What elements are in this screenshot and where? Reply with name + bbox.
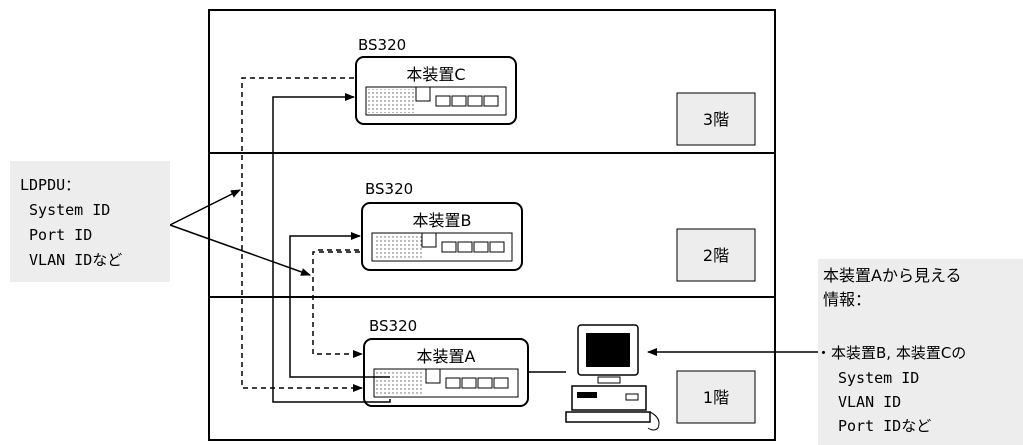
device-c: BS320 本装置C: [355, 36, 517, 125]
device-c-model: BS320: [358, 36, 406, 54]
info-note-line: VLAN ID: [823, 393, 901, 411]
info-note-line: System ID: [823, 369, 919, 387]
device-b-model: BS320: [365, 180, 413, 198]
info-note-line: 情報：: [823, 290, 871, 309]
switch-icon: [373, 368, 519, 398]
device-a-name: 本装置A: [417, 347, 476, 366]
info-note-line: ・本装置B, 本装置Cの: [816, 344, 966, 362]
flow-b-to-a: [312, 251, 363, 358]
callout-arrow-upper: [169, 189, 241, 226]
info-note: 本装置Aから見える 情報： ・本装置B, 本装置Cの System ID VLA…: [816, 259, 1023, 445]
ldpdu-note-line: VLAN IDなど: [20, 251, 122, 269]
device-c-name: 本装置C: [406, 65, 465, 84]
device-a: BS320 本装置A: [363, 317, 529, 407]
pc-icon: [565, 324, 660, 431]
device-b: BS320 本装置B: [361, 180, 523, 271]
flow-a-to-b: [289, 232, 390, 378]
floor-label-2: 2階: [676, 228, 756, 282]
ldpdu-note-line: Port ID: [20, 226, 92, 244]
device-b-name: 本装置B: [413, 211, 472, 230]
ldpdu-flows: [241, 77, 391, 403]
floor-label-1-text: 1階: [703, 388, 729, 407]
flow-a-to-c: [272, 93, 391, 403]
ldpdu-note-line: LDPDU：: [20, 176, 80, 194]
floor-label-1: 1階: [676, 370, 756, 424]
floor-label-3-text: 3階: [703, 110, 729, 129]
ldpdu-note-line: System ID: [20, 201, 110, 219]
switch-icon: [371, 232, 513, 262]
flow-c-to-a: [241, 77, 363, 392]
device-a-model: BS320: [369, 317, 417, 335]
ldpdu-callout-arrows: [169, 189, 311, 276]
info-note-line: Port IDなど: [823, 417, 931, 435]
floor-label-2-text: 2階: [703, 246, 729, 265]
floor-label-3: 3階: [676, 92, 756, 146]
switch-icon: [365, 86, 507, 116]
ldpdu-note: LDPDU： System ID Port ID VLAN IDなど: [10, 161, 170, 282]
info-note-line: 本装置Aから見える: [823, 266, 961, 285]
callout-arrow-lower: [169, 224, 311, 276]
